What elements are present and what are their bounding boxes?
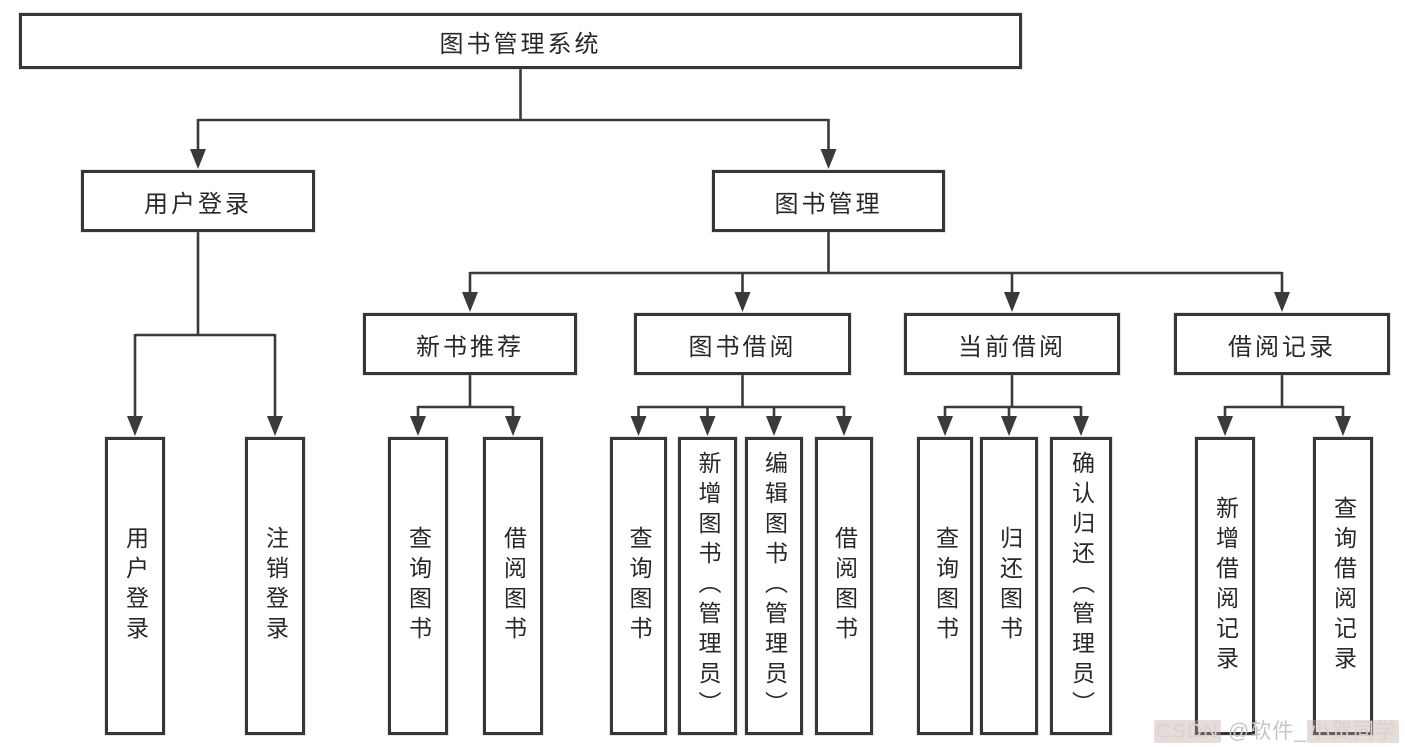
node-label-root: 图书管理系统 bbox=[439, 30, 602, 58]
arrowhead-icon bbox=[699, 416, 716, 436]
arrowhead-icon bbox=[190, 149, 206, 169]
node-leaf-br-query: 查询借阅记录 bbox=[1313, 437, 1373, 735]
node-label-book-mgmt: 图书管理 bbox=[774, 190, 883, 218]
arrowhead-icon bbox=[1335, 416, 1351, 436]
node-label-new-book-rec: 新书推荐 bbox=[416, 333, 524, 361]
node-leaf-bb-borrow: 借阅图书 bbox=[815, 437, 873, 735]
arrowhead-icon bbox=[505, 416, 521, 436]
node-label-current-borrow: 当前借阅 bbox=[958, 333, 1066, 361]
arrowhead-icon bbox=[630, 416, 647, 436]
watermark-author: 小贺同学 bbox=[1307, 720, 1399, 743]
node-label-leaf-login: 用户登录 bbox=[122, 526, 149, 646]
watermark-csdn: CSDN bbox=[1153, 720, 1222, 743]
arrowhead-icon bbox=[820, 149, 837, 169]
node-leaf-cb-confirm: 确认归还（管理员） bbox=[1050, 437, 1112, 735]
arrowhead-icon bbox=[462, 292, 478, 312]
node-label-leaf-rec-borrow: 借阅图书 bbox=[500, 526, 527, 646]
arrowhead-icon bbox=[267, 416, 283, 436]
node-leaf-rec-query: 查询图书 bbox=[388, 437, 448, 735]
node-leaf-bb-add: 新增图书（管理员） bbox=[678, 437, 737, 735]
node-user-login: 用户登录 bbox=[81, 170, 315, 232]
node-label-leaf-bb-query: 查询图书 bbox=[626, 526, 652, 646]
arrowhead-icon bbox=[734, 292, 751, 312]
arrowhead-icon bbox=[127, 416, 143, 436]
arrowhead-icon bbox=[937, 416, 953, 436]
node-label-leaf-br-query: 查询借阅记录 bbox=[1330, 496, 1357, 676]
node-leaf-cb-return: 归还图书 bbox=[980, 437, 1038, 735]
arrowhead-icon bbox=[1004, 292, 1020, 312]
node-leaf-bb-query: 查询图书 bbox=[610, 437, 667, 735]
arrowhead-icon bbox=[1073, 416, 1089, 436]
arrowhead-icon bbox=[836, 416, 852, 436]
node-leaf-logout: 注销登录 bbox=[245, 437, 305, 735]
node-new-book-rec: 新书推荐 bbox=[363, 313, 577, 375]
node-current-borrow: 当前借阅 bbox=[904, 313, 1120, 375]
node-leaf-cb-query: 查询图书 bbox=[917, 437, 973, 735]
watermark: CSDN @软件_小贺同学 bbox=[1153, 715, 1399, 745]
arrowhead-icon bbox=[766, 416, 782, 436]
node-root: 图书管理系统 bbox=[19, 13, 1022, 69]
node-label-leaf-bb-borrow: 借阅图书 bbox=[831, 526, 858, 646]
node-book-mgmt: 图书管理 bbox=[712, 170, 945, 232]
watermark-handle: @软件_ bbox=[1221, 720, 1307, 743]
node-book-borrow: 图书借阅 bbox=[634, 313, 851, 375]
node-label-leaf-cb-return: 归还图书 bbox=[996, 526, 1023, 646]
arrowhead-icon bbox=[1274, 292, 1290, 312]
node-label-leaf-cb-query: 查询图书 bbox=[932, 526, 959, 646]
node-leaf-br-add: 新增借阅记录 bbox=[1195, 437, 1255, 735]
node-label-leaf-cb-confirm: 确认归还（管理员） bbox=[1068, 451, 1095, 721]
arrowhead-icon bbox=[1001, 416, 1017, 436]
node-label-leaf-bb-add: 新增图书（管理员） bbox=[695, 451, 721, 721]
node-leaf-bb-edit: 编辑图书（管理员） bbox=[745, 437, 803, 735]
node-label-leaf-rec-query: 查询图书 bbox=[405, 526, 432, 646]
node-label-leaf-br-add: 新增借阅记录 bbox=[1212, 496, 1239, 676]
node-borrow-record: 借阅记录 bbox=[1174, 313, 1390, 375]
node-leaf-login: 用户登录 bbox=[105, 437, 165, 735]
arrowhead-icon bbox=[410, 416, 426, 436]
node-label-user-login: 用户登录 bbox=[144, 190, 252, 218]
node-label-leaf-logout: 注销登录 bbox=[262, 526, 289, 646]
node-label-borrow-record: 借阅记录 bbox=[1228, 333, 1336, 361]
arrowhead-icon bbox=[1217, 416, 1233, 436]
node-leaf-rec-borrow: 借阅图书 bbox=[483, 437, 543, 735]
node-label-leaf-bb-edit: 编辑图书（管理员） bbox=[761, 451, 788, 721]
node-label-book-borrow: 图书借阅 bbox=[688, 333, 797, 361]
